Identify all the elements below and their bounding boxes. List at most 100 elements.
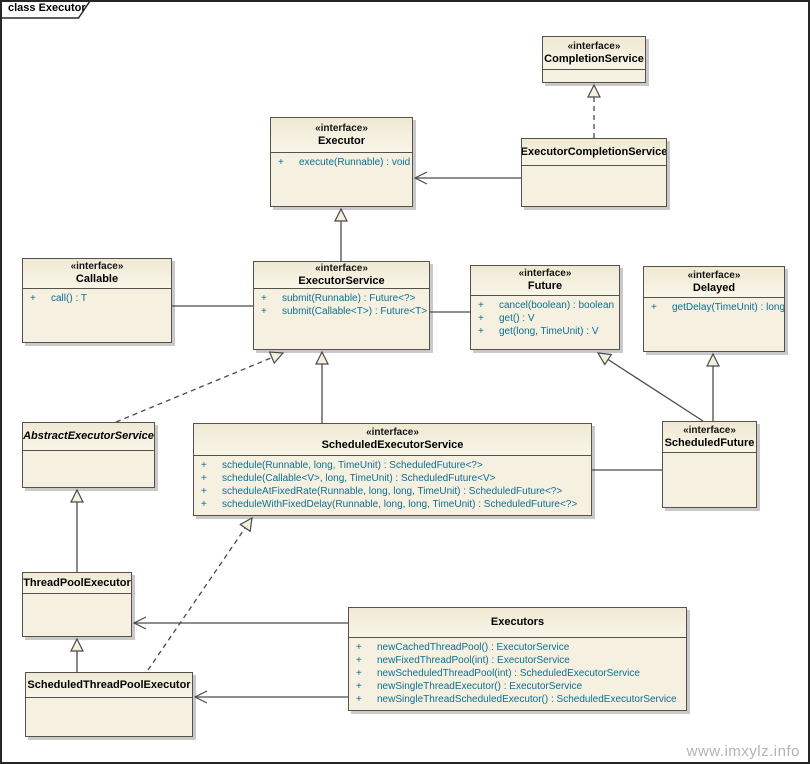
- visibility-marker: +: [278, 157, 284, 168]
- class-compartment: [26, 698, 192, 701]
- class-name: Future: [527, 280, 563, 292]
- method-row: + execute(Runnable) : void: [278, 156, 412, 169]
- visibility-marker: +: [356, 694, 362, 705]
- class-header-completion-service: «interface»CompletionService: [543, 37, 645, 70]
- method-row: + submit(Runnable) : Future<?>: [261, 292, 429, 305]
- class-compartment: [663, 453, 756, 456]
- class-header-executors: Executors: [349, 608, 686, 638]
- class-name: Delayed: [692, 281, 736, 294]
- stereotype-label: «interface»: [315, 122, 368, 134]
- class-header-thread-pool-executor: ThreadPoolExecutor: [23, 573, 131, 594]
- method-row: +getDelay(TimeUnit) : long: [651, 301, 784, 314]
- stereotype-label: «interface»: [683, 424, 736, 436]
- method-row: +newSingleThreadExecutor() : ExecutorSer…: [356, 680, 686, 693]
- visibility-marker: +: [261, 306, 267, 317]
- method-row: + scheduleWithFixedDelay(Runnable, long, …: [201, 498, 591, 511]
- class-compartment: + schedule(Runnable, long, TimeUnit) : Sc…: [194, 456, 591, 511]
- class-compartment: [543, 70, 645, 73]
- stereotype-label: «interface»: [315, 262, 368, 274]
- class-name: CompletionService: [544, 52, 644, 65]
- visibility-marker: +: [30, 293, 36, 304]
- method-row: + newFixedThreadPool(int) : ExecutorServi…: [356, 654, 686, 667]
- visibility-marker: +: [261, 293, 267, 304]
- class-box-executor-service: «interface»ExecutorService + submit(Runnab…: [253, 261, 430, 350]
- visibility-marker: +: [478, 326, 484, 337]
- class-name: Executors: [490, 616, 545, 628]
- method-signature: get() : V: [499, 313, 535, 324]
- visibility-marker: +: [356, 668, 362, 679]
- method-row: +newCachedThreadPool() : ExecutorService: [356, 641, 686, 654]
- class-compartment: [23, 594, 131, 597]
- class-name: ScheduledThreadPoolExecutor: [27, 678, 191, 691]
- class-box-executor-completion-service: ExecutorCompletionService: [521, 138, 667, 207]
- visibility-marker: +: [478, 300, 484, 311]
- stereotype-label: «interface»: [567, 40, 621, 52]
- method-signature: schedule(Runnable, long, TimeUnit) : Sch…: [222, 460, 483, 471]
- visibility-marker: +: [201, 460, 207, 471]
- class-compartment: +getDelay(TimeUnit) : long: [644, 298, 784, 314]
- method-row: + call() : T: [30, 292, 171, 305]
- class-header-scheduled-thread-pool-executor: ScheduledThreadPoolExecutor: [26, 673, 192, 698]
- visibility-marker: +: [201, 486, 207, 497]
- frame-tab-label: class Executor: [8, 2, 86, 14]
- visibility-marker: +: [356, 655, 362, 666]
- method-row: + cancel(boolean) : boolean: [478, 299, 619, 312]
- method-signature: scheduleAtFixedRate(Runnable, long, long…: [222, 486, 563, 497]
- visibility-marker: +: [478, 313, 484, 324]
- method-row: + scheduleAtFixedRate(Runnable, long, lon…: [201, 485, 591, 498]
- method-row: + newSingleThreadScheduledExecutor() : Sc…: [356, 693, 686, 706]
- method-signature: submit(Callable<T>) : Future<T>: [282, 306, 428, 317]
- class-header-executor-completion-service: ExecutorCompletionService: [522, 139, 666, 166]
- class-header-abstract-executor-service: AbstractExecutorService: [23, 423, 154, 451]
- class-compartment: [522, 166, 666, 169]
- class-box-scheduled-executor-service: «interface»ScheduledExecutorService + sche…: [193, 423, 592, 516]
- watermark-text: www.imxylz.info: [686, 743, 800, 760]
- class-header-scheduled-future: «interface»ScheduledFuture: [663, 422, 756, 453]
- class-header-callable: «interface»Callable: [23, 259, 171, 289]
- class-box-thread-pool-executor: ThreadPoolExecutor: [22, 572, 132, 637]
- method-signature: newSingleThreadExecutor() : ExecutorServ…: [377, 681, 583, 692]
- method-signature: get(long, TimeUnit) : V: [499, 326, 599, 337]
- method-signature: newCachedThreadPool() : ExecutorService: [377, 642, 570, 653]
- class-name: AbstractExecutorService: [23, 430, 154, 442]
- class-box-delayed: «interface»Delayed +getDelay(TimeUnit) : …: [643, 266, 785, 352]
- class-box-executor: «interface»Executor + execute(Runnable) : …: [270, 117, 413, 207]
- visibility-marker: +: [201, 473, 207, 484]
- method-signature: newScheduledThreadPool(int) : ScheduledE…: [377, 668, 640, 679]
- method-row: + get() : V: [478, 312, 619, 325]
- class-name: ScheduledFuture: [664, 436, 755, 449]
- stereotype-label: «interface»: [70, 261, 124, 272]
- class-name: ExecutorCompletionService: [522, 145, 666, 158]
- method-signature: scheduleWithFixedDelay(Runnable, long, l…: [222, 499, 578, 510]
- method-row: + newScheduledThreadPool(int) : Scheduled…: [356, 667, 686, 680]
- class-name: ScheduledExecutorService: [321, 439, 464, 451]
- method-signature: call() : T: [51, 293, 87, 304]
- class-compartment: + submit(Runnable) : Future<?> + submit(Cal…: [254, 289, 429, 318]
- class-box-scheduled-thread-pool-executor: ScheduledThreadPoolExecutor: [25, 672, 193, 737]
- class-box-executors: Executors+newCachedThreadPool() : Execut…: [348, 607, 687, 711]
- method-row: + schedule(Callable<V>, long, TimeUnit) :…: [201, 472, 591, 485]
- method-row: + schedule(Runnable, long, TimeUnit) : Sc…: [201, 459, 591, 472]
- stereotype-label: «interface»: [687, 269, 741, 281]
- class-box-abstract-executor-service: AbstractExecutorService: [22, 422, 155, 488]
- method-signature: schedule(Callable<V>, long, TimeUnit) : …: [222, 473, 496, 484]
- class-name: ExecutorService: [298, 274, 385, 287]
- class-header-delayed: «interface»Delayed: [644, 267, 784, 298]
- method-signature: newFixedThreadPool(int) : ExecutorServic…: [377, 655, 570, 666]
- stereotype-label: «interface»: [518, 268, 572, 279]
- visibility-marker: +: [201, 499, 207, 510]
- stereotype-label: «interface»: [366, 427, 419, 438]
- method-signature: cancel(boolean) : boolean: [499, 300, 615, 311]
- visibility-marker: +: [651, 302, 657, 313]
- method-row: + get(long, TimeUnit) : V: [478, 325, 619, 338]
- class-header-future: «interface»Future: [471, 266, 619, 296]
- class-compartment: [23, 451, 154, 454]
- class-compartment: +newCachedThreadPool() : ExecutorService…: [349, 638, 686, 706]
- method-signature: newSingleThreadScheduledExecutor() : Sch…: [377, 694, 677, 705]
- class-name: Callable: [75, 273, 119, 285]
- class-name: Executor: [317, 134, 366, 147]
- method-row: + submit(Callable<T>) : Future<T>: [261, 305, 429, 318]
- method-signature: execute(Runnable) : void: [299, 157, 411, 168]
- method-signature: submit(Runnable) : Future<?>: [282, 293, 416, 304]
